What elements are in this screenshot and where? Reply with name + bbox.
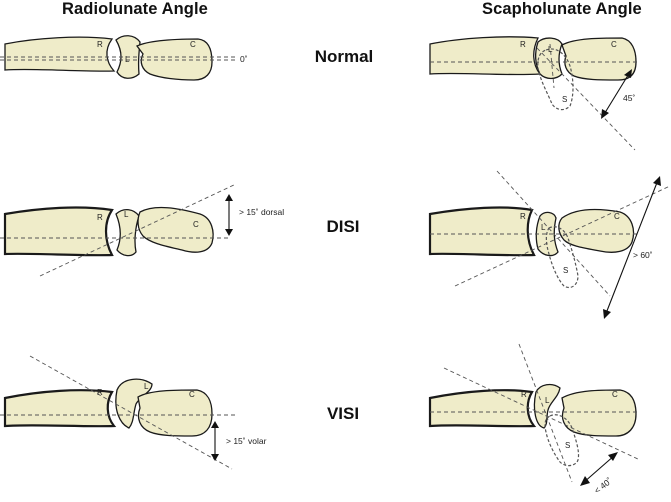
radiolunate-visi-figure: R L C > 15˚ volar xyxy=(0,355,267,470)
lunate-label: L xyxy=(124,210,129,219)
lunate-bone xyxy=(115,378,153,429)
row-label-disi: DISI xyxy=(326,217,360,236)
scaphoid-label: S xyxy=(565,441,570,450)
radius-label: R xyxy=(97,40,103,49)
arrowhead xyxy=(580,476,590,486)
arrowhead-up xyxy=(211,421,219,428)
capitate-bone xyxy=(137,206,214,253)
capitate-label: C xyxy=(611,40,617,49)
radius-bone xyxy=(429,36,542,76)
radius-label: R xyxy=(97,388,103,397)
scaphoid-outline xyxy=(545,226,579,289)
capitate-label: C xyxy=(189,390,195,399)
capitate-bone xyxy=(561,389,637,437)
normal-angle-arrow xyxy=(602,71,631,117)
lunate-label: L xyxy=(545,396,550,405)
scapholunate-normal-figure: R L C S 45˚ xyxy=(429,36,640,151)
lunate-label: L xyxy=(125,55,130,64)
radius-bone xyxy=(3,389,117,428)
capitate-bone xyxy=(558,208,635,253)
capitate-label: C xyxy=(190,40,196,49)
radius-label: R xyxy=(97,213,103,222)
radiolunate-disi-figure: R L C > 15˚ dorsal xyxy=(0,183,284,277)
lunate-label: L xyxy=(144,382,149,391)
scapholunate-visi-figure: R L C S < 40˚ xyxy=(428,343,641,496)
lunate-label: L xyxy=(548,45,553,54)
arrowhead xyxy=(601,109,609,119)
lunate-axis xyxy=(29,355,233,470)
arrowhead-down xyxy=(211,454,219,461)
radius-bone xyxy=(4,36,116,72)
angle-label-disi-scapholunate: > 60˚ xyxy=(633,250,653,260)
capitate-bone xyxy=(135,38,213,81)
scapholunate-disi-figure: R L C S > 60˚ xyxy=(428,170,671,319)
angle-label-normal-scapholunate: 45˚ xyxy=(623,93,635,103)
arrowhead-up xyxy=(225,194,233,201)
scaphoid-axis xyxy=(518,343,573,483)
lunate-label: L xyxy=(541,223,546,232)
radiolunate-angle-title: Radiolunate Angle xyxy=(62,0,208,18)
radius-bone xyxy=(428,206,536,257)
lunate-bone xyxy=(115,209,140,257)
radius-label: R xyxy=(520,40,526,49)
angle-label-disi-radiolunate: > 15˚ dorsal xyxy=(239,207,284,217)
lunate-axis xyxy=(39,183,237,277)
arrowhead xyxy=(653,176,661,186)
lunate-axis xyxy=(454,185,671,287)
scaphoid-axis xyxy=(536,47,636,151)
disi-angle-arrow xyxy=(604,179,659,317)
radius-label: R xyxy=(520,212,526,221)
arrowhead-down xyxy=(225,229,233,236)
capitate-bone xyxy=(561,37,637,81)
radius-bone xyxy=(428,389,537,428)
capitate-label: C xyxy=(193,220,199,229)
visi-angle-arrow xyxy=(582,454,616,484)
arrowhead xyxy=(624,69,632,78)
capitate-label: C xyxy=(614,212,620,221)
lunate-bone xyxy=(533,383,561,429)
row-label-visi: VISI xyxy=(326,404,360,423)
scaphoid-label: S xyxy=(562,95,567,104)
row-label-normal: Normal xyxy=(314,47,374,66)
radius-label: R xyxy=(521,390,527,399)
angle-label-normal-radiolunate: 0˚ xyxy=(240,54,248,64)
radius-bone xyxy=(3,206,114,257)
lunate-axis xyxy=(549,43,555,89)
capitate-bone xyxy=(137,389,213,437)
lunate-axis xyxy=(443,367,641,461)
arrowhead xyxy=(603,309,611,319)
angle-label-visi-radiolunate: > 15˚ volar xyxy=(226,436,267,446)
radiolunate-normal-figure: R L C 0˚ xyxy=(0,35,248,81)
arrowhead xyxy=(608,452,618,461)
angle-label-visi-scapholunate: < 40˚ xyxy=(592,476,614,496)
capitate-label: C xyxy=(612,390,618,399)
scaphoid-label: S xyxy=(563,266,568,275)
scaphoid-outline xyxy=(544,414,580,467)
scaphoid-axis xyxy=(496,170,611,297)
scapholunate-angle-title: Scapholunate Angle xyxy=(482,0,642,18)
